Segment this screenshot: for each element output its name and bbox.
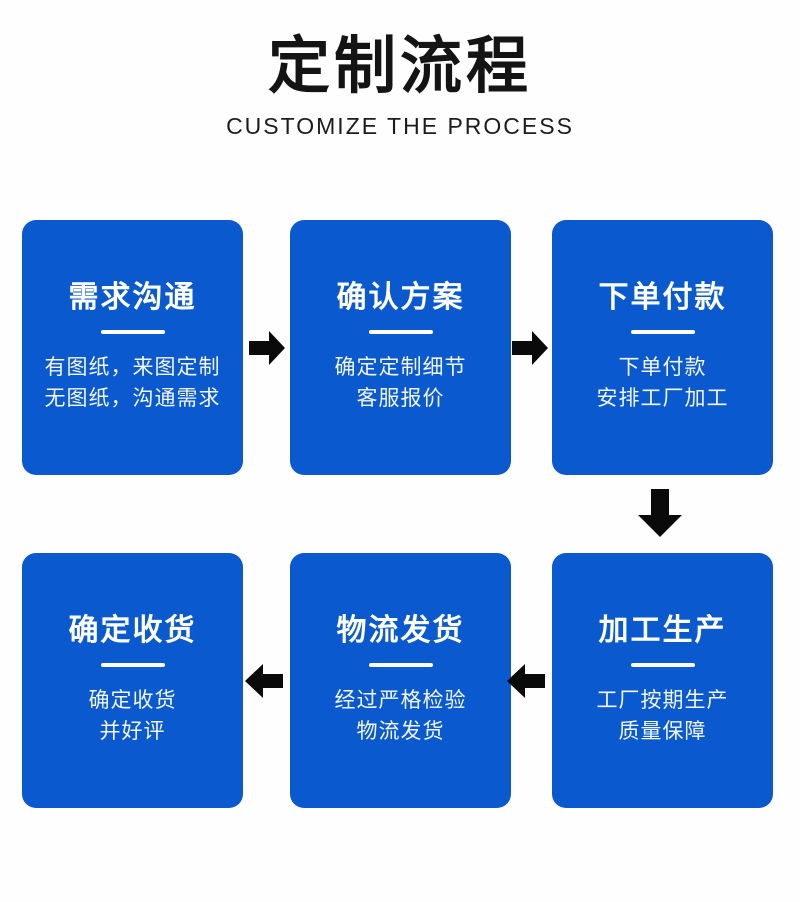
step-card-5[interactable]: 物流发货 经过严格检验 物流发货 [290,553,511,808]
arrow-right-icon-step1-step2 [249,331,285,365]
step-card-2-title: 确认方案 [336,280,465,315]
arrow-left-icon-step5-step6 [245,664,283,698]
step-card-6-divider [100,663,165,667]
step-card-4-title: 加工生产 [598,613,727,648]
step-card-4[interactable]: 加工生产 工厂按期生产 质量保障 [552,553,773,808]
step-card-6-line-1: 确定收货 [88,688,177,712]
step-card-3-title: 下单付款 [598,280,727,315]
step-card-4-divider [630,663,695,667]
arrow-left-icon-step4-step5 [507,664,545,698]
step-card-2[interactable]: 确认方案 确定定制细节 客服报价 [290,220,511,475]
step-card-1-line-2: 无图纸，沟通需求 [44,386,221,410]
step-card-5-title: 物流发货 [336,613,465,648]
page-title: 定制流程 [267,29,532,102]
step-card-6-line-2: 并好评 [99,719,166,743]
arrow-right-icon-step2-step3 [512,331,548,365]
step-card-2-line-2: 客服报价 [356,386,445,410]
page-header: 定制流程 CUSTOMIZE THE PROCESS [0,30,800,140]
step-card-3-line-1: 下单付款 [618,355,707,379]
step-card-2-divider [368,330,433,334]
step-card-1[interactable]: 需求沟通 有图纸，来图定制 无图纸，沟通需求 [22,220,243,475]
step-card-5-line-1: 经过严格检验 [334,688,467,712]
step-card-2-line-1: 确定定制细节 [334,355,467,379]
step-card-1-title: 需求沟通 [68,280,197,315]
arrow-down-icon-step3-step4 [638,489,682,537]
step-card-4-line-1: 工厂按期生产 [596,688,729,712]
step-card-1-divider [100,330,165,334]
step-card-6[interactable]: 确定收货 确定收货 并好评 [22,553,243,808]
step-card-5-line-2: 物流发货 [356,719,445,743]
step-card-3[interactable]: 下单付款 下单付款 安排工厂加工 [552,220,773,475]
step-card-4-line-2: 质量保障 [618,719,707,743]
step-card-6-title: 确定收货 [68,613,197,648]
step-card-3-line-2: 安排工厂加工 [596,386,729,410]
step-card-1-line-1: 有图纸，来图定制 [44,355,221,379]
step-card-5-divider [368,663,433,667]
step-card-3-divider [630,330,695,334]
page-subtitle: CUSTOMIZE THE PROCESS [226,113,574,140]
